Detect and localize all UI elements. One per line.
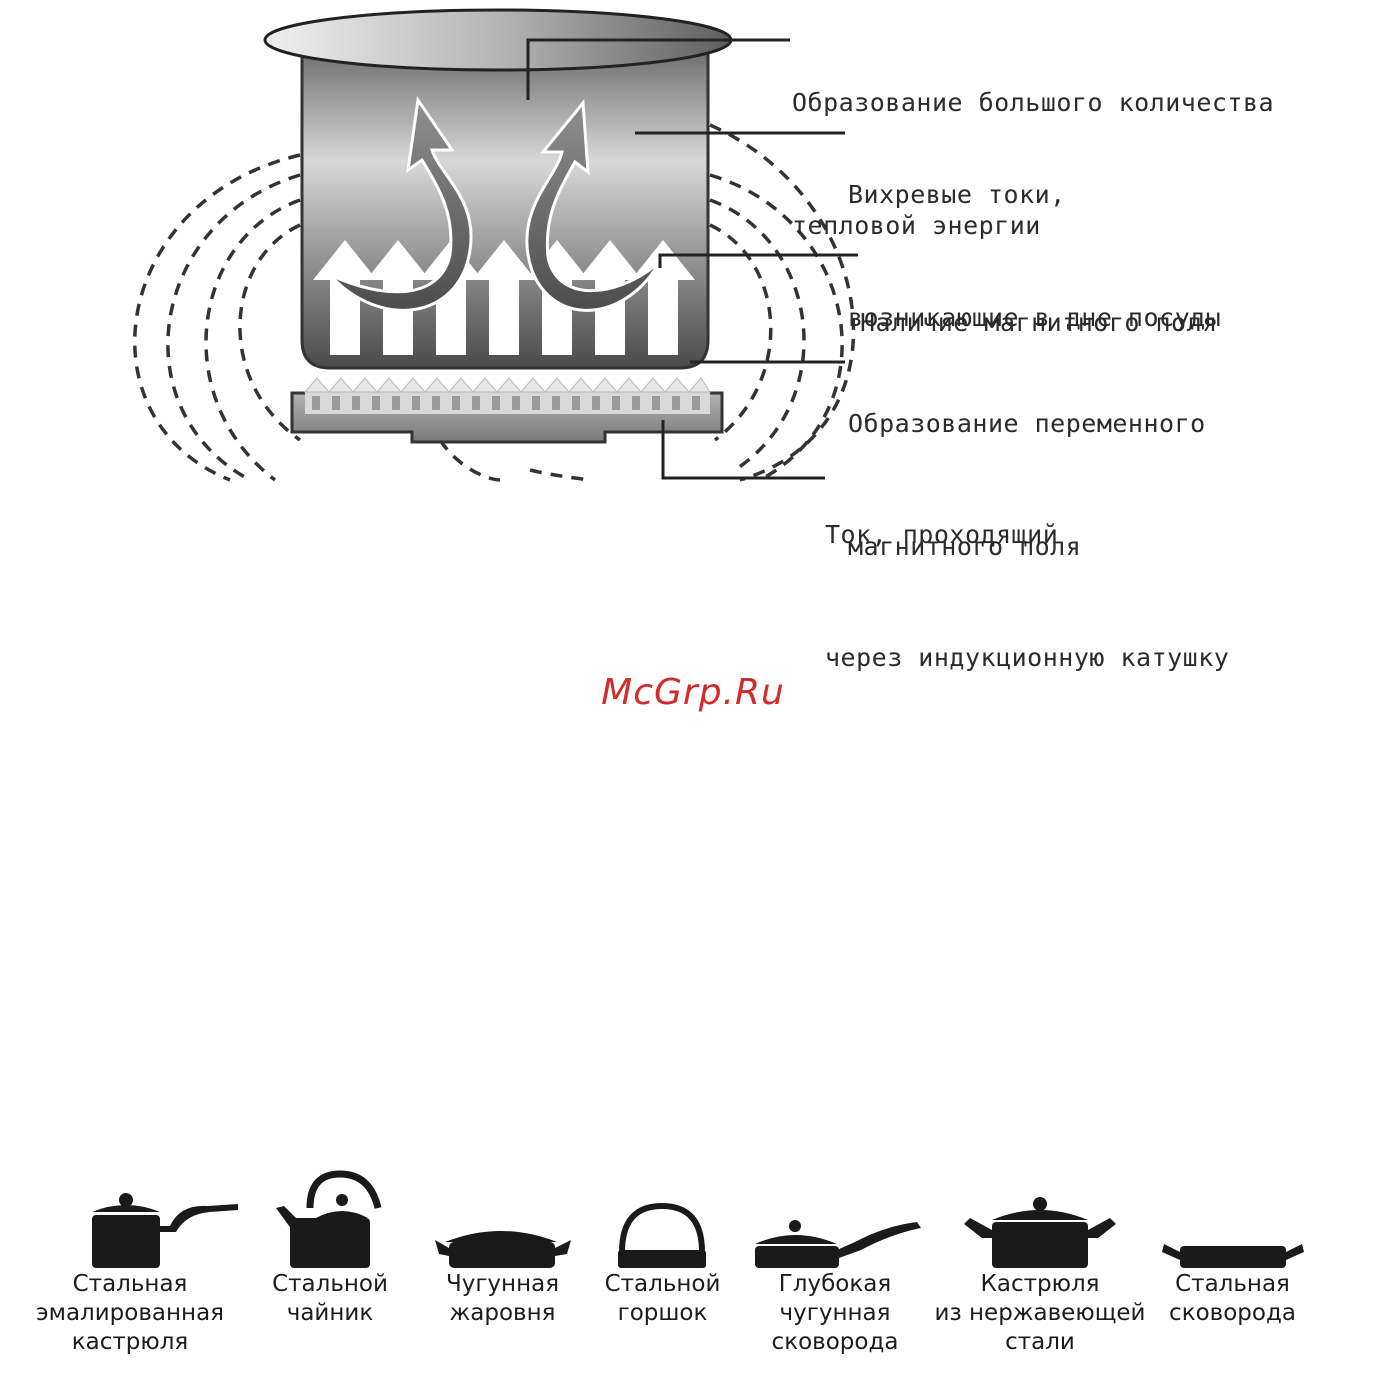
steel-pan-icon [1162, 1244, 1304, 1268]
label-line: Ток, проходящий [825, 520, 1059, 549]
caption-line: Стальная [1175, 1271, 1290, 1297]
enamel-saucepan-icon [92, 1193, 238, 1268]
caption-line: чугунная [779, 1300, 891, 1326]
eddy-current-arrows [328, 95, 662, 312]
induction-coil [290, 377, 724, 444]
caption-line: стали [1005, 1329, 1075, 1355]
caption-line: кастрюля [71, 1329, 189, 1355]
label-heat-energy: Образование большого количества тепловой… [792, 0, 1274, 328]
watermark: McGrp.Ru [601, 672, 785, 713]
label-alternating-field: Образование переменного магнитного поля [848, 321, 1206, 649]
label-line: тепловой энергии [792, 211, 1041, 240]
caption-line: Стальная [72, 1271, 188, 1297]
caption-line: чайник [286, 1300, 374, 1326]
cookware-caption: Стальной горшок [600, 1270, 725, 1328]
caption-line: жаровня [449, 1300, 556, 1326]
caption-line: Глубокая [778, 1271, 892, 1297]
caption-line: Кастрюля [980, 1271, 1100, 1297]
induction-diagram [133, 8, 858, 482]
cookware-caption: Кастрюля из нержавеющей стали [930, 1270, 1150, 1357]
label-coil-current: Ток, проходящий через индукционную катуш… [825, 432, 1229, 760]
cookware-caption: Стальная эмалированная кастрюля [20, 1270, 240, 1357]
deep-skillet-icon [755, 1220, 921, 1268]
caption-line: Стальной [604, 1271, 721, 1297]
label-line: Образование большого количества [792, 88, 1275, 117]
label-line: Вихревые токи, [848, 180, 1066, 209]
cookware-row: Стальная эмалированная кастрюля Стальной… [0, 1160, 1386, 1390]
roaster-icon [435, 1231, 571, 1268]
stainless-pot-icon [964, 1197, 1116, 1268]
label-magnetic-field: Наличие магнитного поля [860, 220, 1218, 425]
cookware-caption: Стальная сковорода [1160, 1270, 1305, 1328]
magnetic-field-lines [133, 123, 856, 482]
caption-line: эмалированная [35, 1300, 225, 1326]
caption-line: Стальной [272, 1271, 388, 1297]
caption-line: горшок [617, 1300, 708, 1326]
label-line: возникающие в дне посуды [848, 303, 1222, 332]
label-line: магнитного поля [848, 532, 1082, 561]
caption-line: Чугунная [445, 1271, 560, 1297]
label-line: Наличие магнитного поля [860, 308, 1218, 337]
label-line: через индукционную катушку [825, 643, 1230, 672]
cookware-caption: Стальной чайник [260, 1270, 400, 1328]
cookware-caption: Глубокая чугунная сковорода [745, 1270, 925, 1357]
caption-line: сковорода [1169, 1300, 1296, 1326]
caption-line: из нержавеющей [934, 1300, 1146, 1326]
kettle-icon [276, 1170, 382, 1268]
pot-icon [618, 1202, 706, 1268]
leader-lines [526, 38, 858, 480]
label-line: Образование переменного [848, 409, 1206, 438]
label-eddy-currents: Вихревые токи, возникающие в дне посуды [848, 92, 1221, 420]
caption-line: сковорода [771, 1329, 899, 1355]
cookware-caption: Чугунная жаровня [425, 1270, 580, 1328]
